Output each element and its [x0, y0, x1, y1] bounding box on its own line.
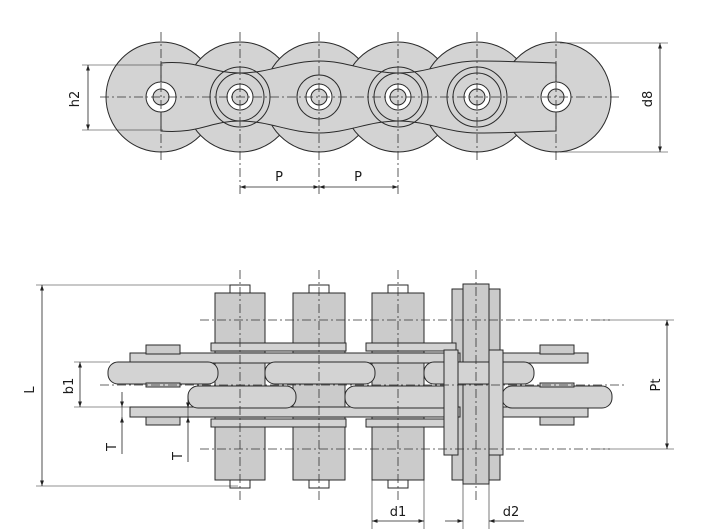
label-pitch-1: P — [275, 170, 283, 185]
side-view-centerlines — [100, 32, 622, 195]
label-l: L — [23, 386, 38, 394]
side-view: h2 d8 P P — [68, 32, 668, 195]
label-t-inner: T — [171, 452, 186, 461]
label-d8: d8 — [641, 91, 656, 108]
label-d1: d1 — [390, 505, 407, 520]
dimension-d2: d2 — [445, 484, 524, 529]
top-view-rollers-upper — [107, 361, 535, 385]
dimension-d8: d8 — [560, 42, 668, 153]
label-b1: b1 — [62, 378, 77, 395]
dimension-pitch: P P — [240, 170, 398, 189]
top-view-centerlines — [100, 270, 625, 500]
label-pt: Pt — [649, 379, 664, 392]
dimension-pt: Pt — [600, 319, 674, 450]
dimension-d1: d1 — [371, 480, 425, 529]
dimension-t-outer: T — [105, 392, 124, 454]
top-view-bushings — [145, 344, 575, 426]
top-view-rollers-lower — [187, 385, 613, 409]
label-h2: h2 — [68, 91, 83, 108]
label-t-outer: T — [105, 443, 120, 452]
dimension-l: L — [23, 284, 238, 487]
top-view-side-plate — [443, 349, 504, 456]
dimension-t-inner: T — [171, 396, 190, 462]
label-pitch-2: P — [354, 170, 362, 185]
label-d2: d2 — [503, 505, 520, 520]
dimension-h2: h2 — [68, 64, 163, 131]
top-view: L b1 T T Pt — [23, 270, 674, 529]
